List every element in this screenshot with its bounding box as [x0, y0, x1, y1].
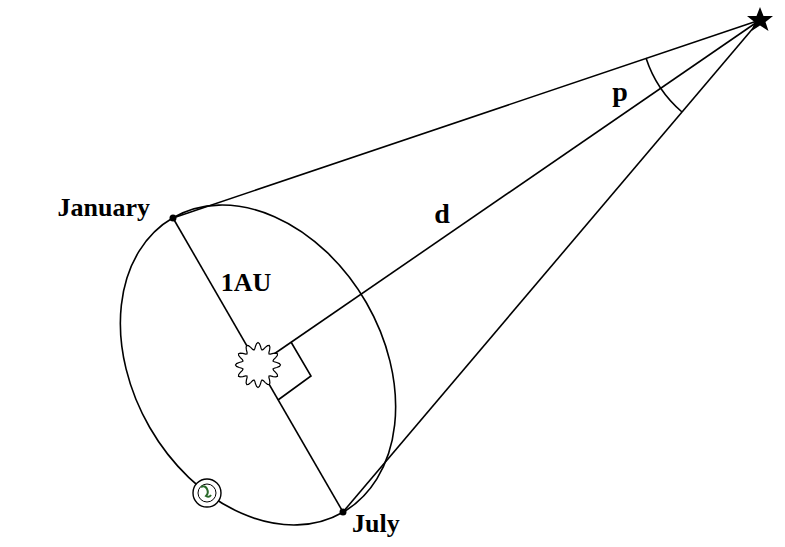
distance-symbol: d: [434, 199, 450, 230]
sight-line-july: [343, 20, 760, 512]
sun-symbol: [236, 343, 281, 388]
star-symbol: [747, 7, 773, 31]
earth-symbol: [193, 479, 221, 507]
right-angle-marker: [278, 342, 311, 400]
month-label: January: [58, 194, 150, 223]
parallax-angle-arc: [646, 58, 682, 112]
distance-label: 1AU: [221, 269, 272, 298]
angle-symbol: p: [612, 77, 628, 108]
distance-line: [258, 20, 760, 365]
month-label: July: [352, 510, 400, 539]
january-dot: [170, 215, 177, 222]
july-dot: [340, 509, 347, 516]
sight-line-january: [173, 20, 760, 218]
orbit-diameter: [173, 218, 343, 512]
